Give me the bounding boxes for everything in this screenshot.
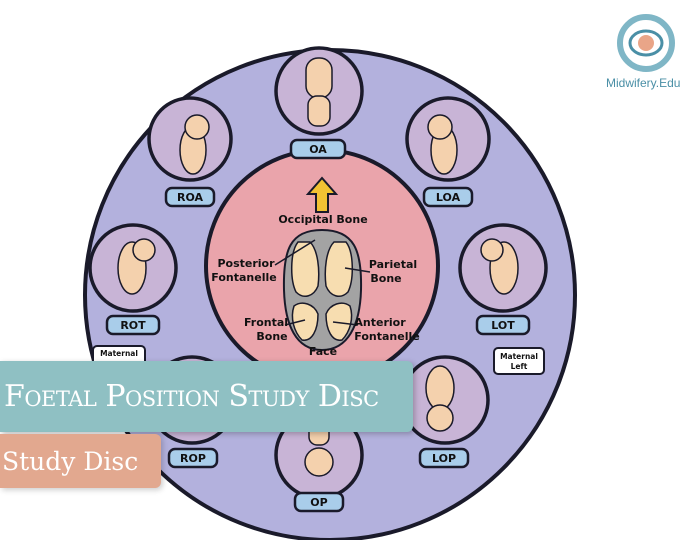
title-banner: Foetal Position Study Disc (0, 361, 413, 432)
foetus-icon (304, 447, 334, 477)
position-lop: LOP (400, 355, 490, 469)
frontal-bone-label: Frontal (244, 316, 288, 329)
foetus-icon (480, 238, 504, 262)
up-arrow-icon (305, 176, 339, 213)
subtitle-banner: Study Disc (0, 434, 161, 488)
position-label-rop: ROP (180, 452, 206, 465)
posterior-fontanelle-label: Fontanelle (211, 271, 276, 284)
pointer-line (344, 267, 371, 273)
position-label-oa: OA (309, 143, 327, 156)
pointer-line (284, 319, 306, 326)
face-label: Face (309, 345, 337, 358)
foetus-icon (184, 114, 210, 140)
anterior-fontanelle-label: Anterior (354, 316, 406, 329)
banner-subtitle: Study Disc (2, 446, 139, 476)
position-rot: ROT (88, 223, 178, 336)
foetus-icon (305, 57, 333, 99)
parietal-bone-label: Bone (370, 272, 401, 285)
foetus-icon (427, 114, 453, 140)
banner-title: Foetal Position Study Disc (4, 379, 379, 414)
maternal-left-tag: Maternal Left (493, 347, 545, 375)
frontal-bone-label: Bone (256, 330, 287, 343)
position-roa: ROA (147, 96, 233, 208)
position-lot: LOT (458, 223, 548, 336)
anterior-fontanelle-label: Fontanelle (354, 330, 419, 343)
occipital-bone-label: Occipital Bone (278, 213, 367, 226)
maternal-left-label: Left (511, 362, 528, 371)
posterior-fontanelle-label: Posterior (217, 257, 275, 270)
position-label-rot: ROT (120, 319, 146, 332)
pointer-line (274, 239, 316, 266)
position-label-lop: LOP (432, 452, 456, 465)
midwifery-edu-logo (617, 14, 675, 72)
position-label-loa: LOA (436, 191, 461, 204)
position-label-op: OP (310, 496, 327, 509)
foetus-icon (132, 238, 156, 262)
position-oa: OA (274, 46, 364, 160)
maternal-label: Maternal (100, 349, 138, 358)
parietal-bone-label: Parietal (369, 258, 417, 271)
position-label-lot: LOT (491, 319, 515, 332)
maternal-left-label: Maternal (500, 352, 538, 361)
position-label-roa: ROA (177, 191, 204, 204)
foetal-skull (282, 228, 363, 352)
brand-name: Midwifery.Edu (606, 76, 680, 90)
pointer-line (332, 321, 359, 326)
foetus-icon (426, 404, 454, 432)
position-loa: LOA (405, 96, 491, 208)
